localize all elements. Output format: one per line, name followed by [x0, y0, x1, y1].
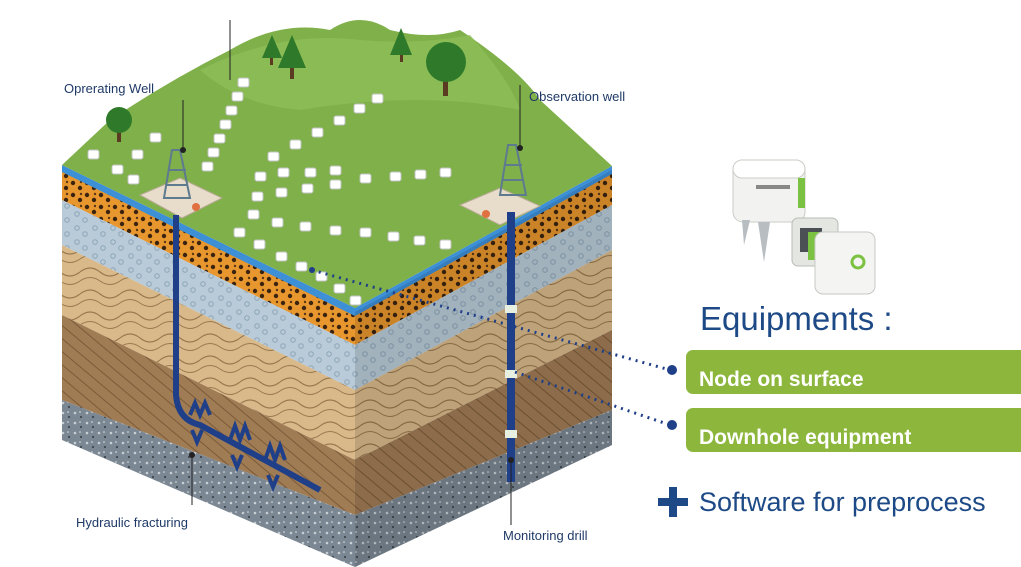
seismic-node-icon: [387, 231, 400, 242]
seismic-node-icon: [329, 179, 342, 190]
seismic-node-icon: [247, 209, 260, 220]
operating-well-label: Oprerating Well: [64, 81, 155, 96]
equipment-connectors: [309, 267, 677, 430]
seismic-node-icon: [413, 235, 426, 246]
seismic-node-icon: [275, 187, 288, 198]
operating-wellbore: [173, 215, 322, 493]
seismic-node-icon: [219, 119, 232, 130]
seismic-node-icon: [233, 227, 246, 238]
seismic-node-icon: [207, 147, 220, 158]
seismic-node-icon: [131, 149, 144, 160]
observation-well-label: Observation well: [529, 89, 626, 104]
seismic-node-icon: [439, 239, 452, 250]
seismic-node-icon: [371, 93, 384, 104]
label-leaders: [180, 20, 523, 525]
seismic-node-icon: [225, 105, 238, 116]
seismic-node-icon: [315, 271, 328, 282]
downhole-equipment-label: Downhole equipment: [699, 426, 912, 449]
seismic-node-icon: [213, 133, 226, 144]
seismic-node-icon: [251, 191, 264, 202]
seismic-node-icon: [359, 173, 372, 184]
seismic-node-icon: [267, 151, 280, 162]
node-on-surface-label: Node on surface: [699, 368, 864, 391]
node-on-surface-bar: Node on surface: [686, 350, 1021, 394]
well-derrick-icon: [138, 144, 542, 226]
seismic-node-icon: [333, 283, 346, 294]
plus-icon: [655, 484, 691, 520]
equipments-title: Equipments :: [700, 300, 893, 337]
seismic-node-icon: [253, 239, 266, 250]
seismic-node-icon: [201, 161, 214, 172]
seismic-node-icon: [289, 139, 302, 150]
downhole-equipment-bar: Downhole equipment: [686, 408, 1021, 452]
right-face: [355, 166, 612, 567]
seismic-node-icon: [87, 149, 100, 160]
seismic-node-icon: [127, 174, 140, 185]
seismic-node-icon: [111, 164, 124, 175]
seismic-node-icon: [237, 77, 250, 88]
seismic-node-icon: [349, 295, 362, 306]
software-item: Software for preprocess: [655, 484, 986, 520]
seismic-node-icon: [329, 225, 342, 236]
tree-icon: [106, 28, 466, 142]
seismic-node-icon: [277, 167, 290, 178]
seismic-node-icon: [231, 91, 244, 102]
seismic-node-icon: [87, 77, 452, 306]
seismic-node-icon: [333, 115, 346, 126]
hydraulic-fracturing-label: Hydraulic fracturing: [76, 515, 188, 530]
observation-wellbore: [505, 212, 517, 482]
seismic-node-icon: [359, 227, 372, 238]
seismic-node-icon: [299, 221, 312, 232]
seismic-node-icon: [439, 167, 452, 178]
seismic-node-icon: [301, 183, 314, 194]
seismic-node-icon: [295, 261, 308, 272]
seismic-node-icon: [311, 127, 324, 138]
seismic-node-icon: [353, 103, 366, 114]
node-device-icon: [732, 159, 876, 295]
software-label: Software for preprocess: [699, 486, 986, 517]
seismic-node-icon: [389, 171, 402, 182]
seismic-node-icon: [271, 217, 284, 228]
seismic-node-icon: [254, 171, 267, 182]
monitoring-drill-label: Monitoring drill: [503, 528, 588, 543]
seismic-node-icon: [275, 251, 288, 262]
seismic-node-icon: [149, 132, 162, 143]
seismic-node-icon: [414, 169, 427, 180]
seismic-node-icon: [304, 167, 317, 178]
seismic-node-icon: [329, 165, 342, 176]
